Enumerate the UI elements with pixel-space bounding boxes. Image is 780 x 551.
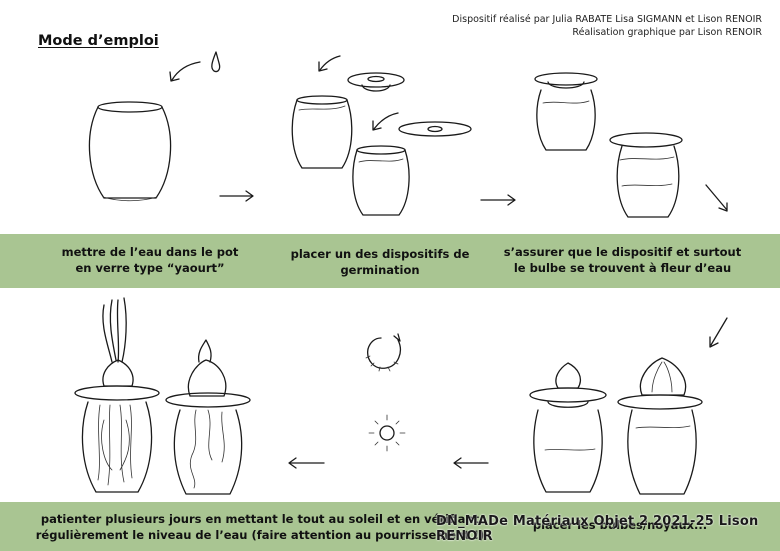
curved-arrow-icon bbox=[318, 55, 399, 131]
caption-line: placer un des dispositifs de bbox=[290, 247, 470, 261]
caption-line: s’assurer que le dispositif et surtout bbox=[503, 245, 742, 259]
arrow-left-icon bbox=[453, 457, 489, 469]
curved-arrow-icon bbox=[169, 61, 201, 82]
arrow-right-icon bbox=[219, 190, 254, 202]
caption-step-3: s’assurer que le dispositif et surtout l… bbox=[500, 244, 745, 276]
arrow-right-icon bbox=[480, 194, 516, 206]
caption-line: régulièrement le niveau de l’eau (faire … bbox=[35, 528, 485, 542]
caption-line: en verre type “yaourt” bbox=[75, 261, 225, 275]
arrow-down-left-icon bbox=[709, 317, 728, 348]
caption-line: mettre de l’eau dans le pot bbox=[61, 245, 239, 259]
arrow-left-icon bbox=[288, 457, 325, 469]
caption-line: placer les bulbes/noyaux... bbox=[532, 518, 708, 532]
credits-line-2: Réalisation graphique par Lison RENOIR bbox=[572, 27, 762, 38]
cycle-arrow-icon bbox=[365, 333, 401, 372]
water-drop-icon bbox=[211, 51, 221, 73]
germination-disc-large bbox=[398, 121, 472, 137]
page-title: Mode d’emploi bbox=[38, 33, 159, 49]
sun-icon bbox=[368, 414, 406, 452]
caption-band-top bbox=[0, 234, 780, 288]
step-2-jar-left bbox=[291, 95, 353, 169]
germination-disc-small bbox=[347, 72, 405, 92]
caption-line: le bulbe se trouvent à fleur d’eau bbox=[513, 261, 732, 275]
caption-line: germination bbox=[340, 263, 420, 277]
caption-line: patienter plusieurs jours en mettant le … bbox=[40, 512, 480, 526]
arrow-down-right-icon bbox=[705, 184, 728, 212]
credits: Dispositif réalisé par Julia RABATE Lisa… bbox=[452, 13, 762, 39]
caption-step-2: placer un des dispositifs de germination bbox=[260, 246, 500, 278]
step-5-jar-sprouted bbox=[74, 297, 160, 493]
watermark: DN_MADe Matériaux Objet 2 2021-25 Lison … bbox=[436, 514, 759, 544]
caption-step-4: placer les bulbes/noyaux... bbox=[500, 517, 740, 533]
step-5-jar-rooted bbox=[165, 339, 251, 495]
caption-step-1: mettre de l’eau dans le pot en verre typ… bbox=[30, 244, 270, 276]
credits-line-1: Dispositif réalisé par Julia RABATE Lisa… bbox=[452, 14, 762, 25]
step-1-jar bbox=[88, 101, 172, 202]
caption-step-5: patienter plusieurs jours en mettant le … bbox=[20, 511, 500, 543]
caption-band-bottom bbox=[0, 502, 780, 551]
step-4-jar-left bbox=[529, 362, 607, 493]
step-3-jar-front bbox=[609, 132, 683, 218]
step-4-jar-right bbox=[617, 357, 703, 495]
step-2-jar-right bbox=[352, 145, 410, 216]
step-3-jar-back bbox=[534, 72, 598, 151]
